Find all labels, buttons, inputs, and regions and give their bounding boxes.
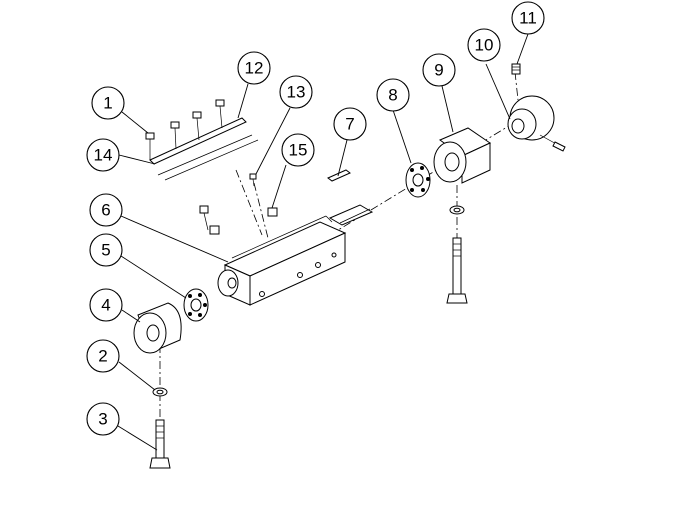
leader-lines: [117, 33, 529, 451]
set-screw: [511, 63, 521, 75]
svg-text:2: 2: [98, 347, 107, 366]
rear-bearing: [405, 162, 431, 198]
callout-6: 6: [89, 193, 123, 227]
gib-plate: [149, 117, 259, 181]
callout-1: 1: [91, 86, 125, 120]
housing-block: [223, 204, 374, 306]
callout-14: 14: [86, 138, 120, 172]
svg-text:14: 14: [94, 146, 113, 165]
small-screw-13: [249, 173, 257, 187]
callout-15: 15: [281, 133, 315, 167]
front-block: [133, 302, 182, 354]
housing-nose: [217, 269, 239, 297]
callout-7: 7: [333, 107, 367, 141]
right-washer: [449, 205, 465, 215]
screw-set-1: [145, 99, 225, 160]
svg-text:6: 6: [101, 201, 110, 220]
left-washer: [152, 387, 168, 397]
svg-text:15: 15: [289, 141, 308, 160]
svg-text:5: 5: [101, 241, 110, 260]
callout-12: 12: [237, 51, 271, 85]
svg-text:13: 13: [287, 83, 306, 102]
rear-block: [433, 127, 492, 184]
screw-13-centerline: [253, 182, 269, 239]
screw-12-centerline: [235, 169, 263, 236]
key: [327, 169, 351, 182]
svg-text:8: 8: [388, 86, 397, 105]
screw-set-15: [199, 205, 278, 235]
right-long-bolt: [446, 237, 468, 304]
svg-text:10: 10: [475, 36, 494, 55]
handwheel: [507, 95, 566, 152]
callout-9: 9: [422, 53, 456, 87]
svg-text:11: 11: [519, 9, 537, 28]
front-bearing: [183, 288, 209, 322]
callout-10: 10: [467, 28, 501, 62]
callout-5: 5: [89, 233, 123, 267]
callout-3: 3: [86, 402, 120, 436]
svg-text:9: 9: [434, 61, 443, 80]
svg-text:1: 1: [103, 94, 112, 113]
svg-text:7: 7: [345, 115, 354, 134]
callout-4: 4: [89, 288, 123, 322]
callout-2: 2: [86, 339, 120, 373]
callout-11: 11: [511, 1, 545, 35]
setscrew-11-centerline: [514, 71, 519, 101]
callout-13: 13: [279, 75, 313, 109]
svg-text:12: 12: [245, 59, 264, 78]
svg-text:4: 4: [101, 296, 110, 315]
left-long-bolt: [149, 419, 171, 469]
svg-text:3: 3: [98, 410, 107, 429]
callout-8: 8: [376, 78, 410, 112]
